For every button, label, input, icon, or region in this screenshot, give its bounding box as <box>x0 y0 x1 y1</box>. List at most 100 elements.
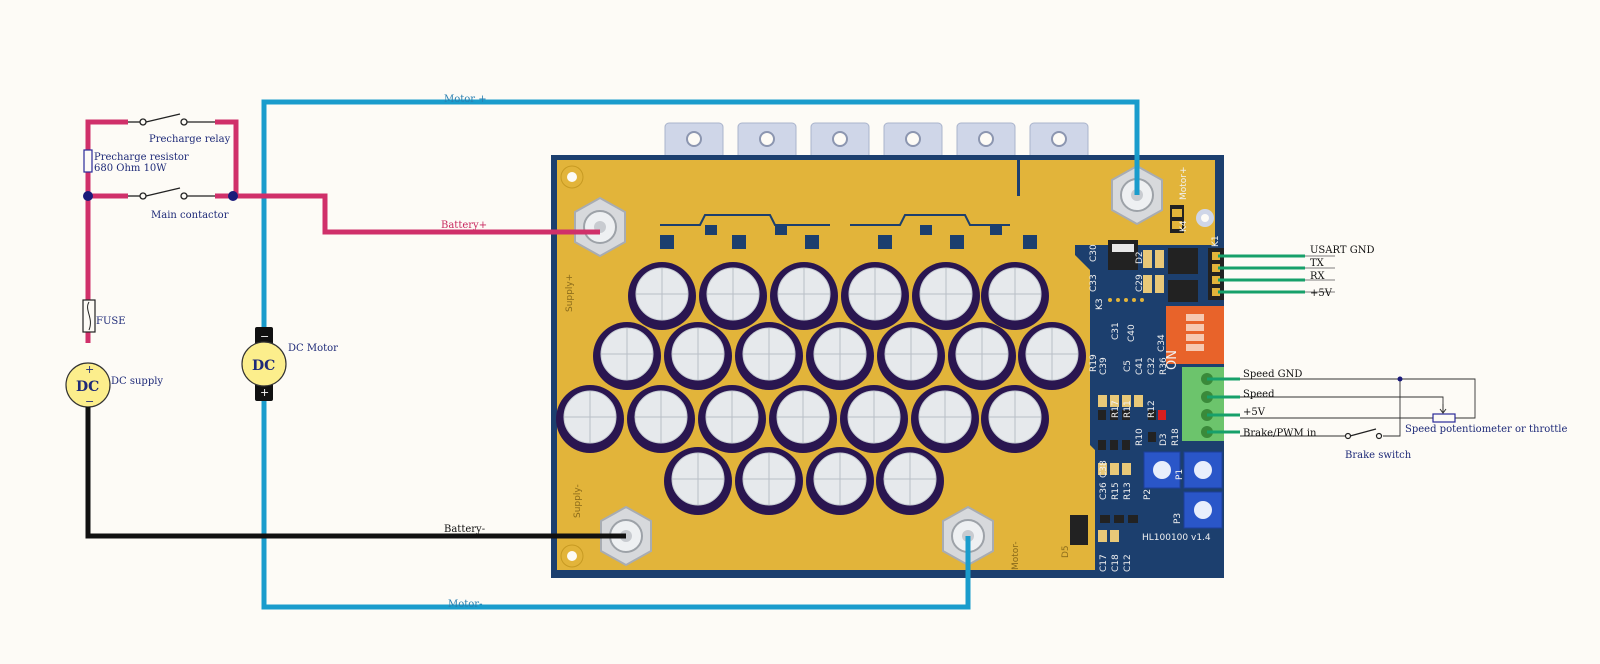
electrolytic-capacitor <box>664 322 732 390</box>
battery-minus-wire <box>85 407 626 539</box>
silk-k3: K3 <box>1095 298 1105 310</box>
electrolytic-capacitor <box>840 385 908 453</box>
electrolytic-capacitor <box>769 385 837 453</box>
motor-minus-label: Motor- <box>448 599 482 610</box>
silk-c31: C31 <box>1111 322 1121 340</box>
dc-motor-symbol: DC − + <box>241 327 287 401</box>
electrolytic-capacitor <box>593 322 661 390</box>
bolt-supply-plus <box>574 196 626 258</box>
led-d3 <box>1158 410 1166 420</box>
brake-pwm-label: Brake/PWM in <box>1243 428 1317 439</box>
dc-supply-symbol-text: DC <box>76 379 99 395</box>
junction-dot-left <box>83 191 93 201</box>
electrolytic-capacitor <box>806 447 874 515</box>
silk-r36: R36 <box>1159 357 1169 375</box>
silk-r18: R18 <box>1171 428 1181 446</box>
speed-gnd-label: Speed GND <box>1243 369 1302 380</box>
silk-c38: C38 <box>1099 460 1109 478</box>
electrolytic-capacitor <box>627 385 695 453</box>
silk-c29: C29 <box>1135 274 1145 292</box>
electrolytic-capacitor <box>770 262 838 330</box>
motor-minus-wire <box>261 395 971 610</box>
silk-c36: C36 <box>1099 482 1109 500</box>
dc-motor-minus: − <box>260 330 269 343</box>
speed-pot-symbol <box>1432 404 1456 423</box>
speed-wires <box>1207 377 1240 434</box>
electrolytic-capacitor <box>1018 322 1086 390</box>
mosfet-tabs <box>664 122 1089 162</box>
silk-r10: R10 <box>1135 428 1145 446</box>
silk-p2: P2 <box>1143 489 1153 500</box>
silk-p3: P3 <box>1173 513 1183 524</box>
pcb-silkscreen: HL100100 v1.4 Supply+ Supply- Motor+ Mot… <box>565 166 1221 572</box>
electrolytic-capacitor <box>699 262 767 330</box>
electrolytic-capacitor <box>841 262 909 330</box>
electrolytic-capacitor <box>628 262 696 330</box>
dc-supply-minus: − <box>85 395 94 408</box>
motor-plus-wire <box>261 99 1140 334</box>
silk-supply-minus: Supply- <box>573 484 583 518</box>
silk-c5: C5 <box>1123 360 1133 372</box>
precharge-resistor-label-1: Precharge resistor <box>94 152 189 163</box>
battery-minus-label: Battery- <box>444 524 485 535</box>
speed-label: Speed <box>1243 389 1275 400</box>
positive-left-riser <box>85 119 128 343</box>
fuse-symbol <box>82 299 96 333</box>
silk-k4: K4 <box>1179 220 1189 232</box>
motor-plus-label: Motor + <box>444 94 487 105</box>
silk-c41: C41 <box>1135 357 1145 375</box>
electrolytic-capacitor <box>876 447 944 515</box>
silk-r11: R11 <box>1123 400 1133 418</box>
brake-switch-symbol <box>1344 428 1383 440</box>
copper-pour-strip <box>557 160 1017 196</box>
electrolytic-capacitor <box>948 322 1016 390</box>
dc-supply-plus: + <box>85 363 94 376</box>
precharge-relay-label: Precharge relay <box>149 134 231 145</box>
junction-dot-right <box>228 191 238 201</box>
speed-pot-label: Speed potentiometer or throttle <box>1405 424 1567 435</box>
motor-wires <box>261 99 1140 610</box>
main-contactor-label: Main contactor <box>151 210 229 221</box>
silk-motor-minus: Motor- <box>1011 541 1021 570</box>
electrolytic-capacitor <box>912 262 980 330</box>
uart-tx-label: TX <box>1310 258 1325 269</box>
uart-rx-label: RX <box>1310 271 1326 282</box>
precharge-resistor-symbol <box>83 149 93 173</box>
precharge-relay-right <box>215 119 239 196</box>
uart-gnd-label: USART GND <box>1310 245 1374 256</box>
speed-junction <box>1397 376 1403 382</box>
electrolytic-capacitor <box>556 385 624 453</box>
uart-ic-1 <box>1168 248 1198 274</box>
electrolytic-capacitor <box>806 322 874 390</box>
silk-d3: D3 <box>1159 433 1169 446</box>
uart-header-k1 <box>1208 248 1224 300</box>
silk-p1: P1 <box>1175 469 1185 480</box>
electrolytic-capacitor <box>735 322 803 390</box>
electrolytic-capacitor <box>664 447 732 515</box>
electrolytic-capacitor <box>698 385 766 453</box>
battery-plus-wire <box>215 193 600 235</box>
electrolytic-capacitor <box>981 385 1049 453</box>
battery-plus-label: Battery+ <box>441 220 487 231</box>
silk-r17: R17 <box>1111 400 1121 418</box>
controller-pcb: HL100100 v1.4 Supply+ Supply- Motor+ Mot… <box>551 122 1224 578</box>
silk-c34: C34 <box>1157 334 1167 352</box>
capacitor-bank <box>556 262 1086 515</box>
dc-motor-plus: + <box>260 386 269 399</box>
dc-motor-symbol-text: DC <box>252 358 275 374</box>
speed-5v-label: +5V <box>1243 407 1266 418</box>
silk-c40: C40 <box>1127 324 1137 342</box>
silk-c33: C33 <box>1089 274 1099 292</box>
silk-d2: D2 <box>1135 251 1145 264</box>
battery-positive-wires <box>85 119 600 343</box>
silk-c30: C30 <box>1089 244 1099 262</box>
uart-ic-2 <box>1168 280 1198 302</box>
fuse-label: FUSE <box>96 316 126 327</box>
electrolytic-capacitor <box>911 385 979 453</box>
electrolytic-capacitor <box>981 262 1049 330</box>
silk-r12: R12 <box>1147 400 1157 418</box>
silk-c18: C18 <box>1111 554 1121 572</box>
silk-c32: C32 <box>1147 357 1157 375</box>
